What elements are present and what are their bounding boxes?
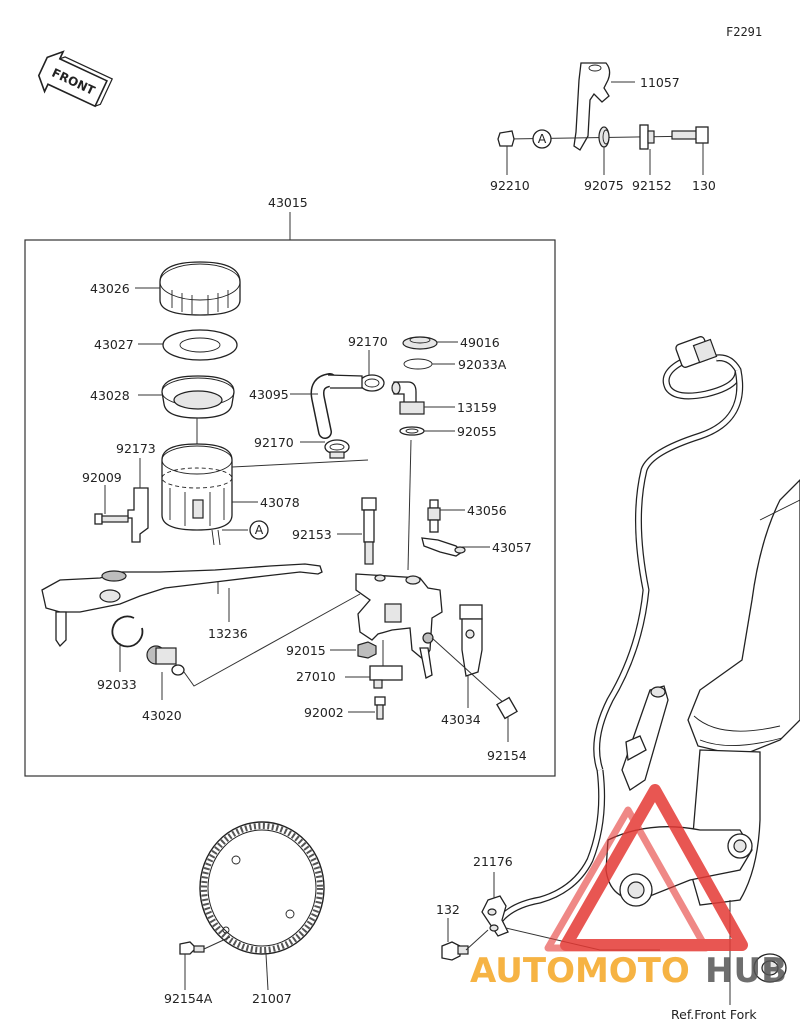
- part-92033-ring: [111, 615, 144, 672]
- master-cylinder-body: [355, 573, 443, 679]
- part-92173-bracket: [127, 458, 149, 543]
- part-43078-reservoir: [161, 443, 233, 546]
- part-label-92015: 92015: [286, 643, 326, 658]
- part-92033a-clip: [403, 358, 455, 370]
- part-label-43020: 43020: [142, 708, 182, 723]
- part-label-92170: 92170: [348, 334, 388, 349]
- part-21176-sensor: [481, 872, 509, 937]
- part-92153-bolt: [337, 497, 377, 565]
- part-label-130: 130: [692, 178, 716, 193]
- part-43056-bleeder: [427, 499, 465, 533]
- part-43034-holder: [431, 604, 507, 708]
- part-label-92154a: 92154A: [164, 991, 213, 1006]
- part-label-27010: 27010: [296, 669, 336, 684]
- part-43057-cap: [421, 537, 490, 557]
- part-label-43078: 43078: [260, 495, 300, 510]
- part-43095-hose: [290, 373, 363, 439]
- part-43020-piston: [146, 593, 361, 700]
- assembly-number-label: 43015: [268, 195, 308, 210]
- part-label-43034: 43034: [441, 712, 481, 727]
- part-label-21176: 21176: [473, 854, 513, 869]
- diagram-code: F2291: [726, 25, 762, 39]
- part-labels: 11057 92210 92075 92152 130 43026 43027 43028 92…: [82, 75, 716, 1006]
- part-92154a-bolt: [179, 936, 231, 990]
- part-label-92002: 92002: [304, 705, 344, 720]
- part-label-92009: 92009: [82, 470, 122, 485]
- part-label-92075: 92075: [584, 178, 624, 193]
- watermark-logo: AUTOMOTO HUB: [470, 784, 787, 991]
- part-label-92055: 92055: [457, 424, 497, 439]
- part-27010-switch: [345, 640, 403, 689]
- part-label-92033: 92033: [97, 677, 137, 692]
- part-label-49016: 49016: [460, 335, 500, 350]
- svg-text:A: A: [255, 522, 264, 537]
- ref-callout-a: A: [538, 131, 547, 146]
- part-132-bolt: [441, 918, 489, 961]
- part-label-92210: 92210: [490, 178, 530, 193]
- part-92055-washer: [399, 426, 455, 436]
- part-label-92152: 92152: [632, 178, 672, 193]
- part-label-21007: 21007: [252, 991, 292, 1006]
- part-label-43028: 43028: [90, 388, 130, 403]
- watermark-part1: AUTOMOTO: [470, 951, 690, 991]
- part-13159-fitting: [391, 381, 455, 415]
- part-label-13236: 13236: [208, 626, 248, 641]
- part-label-43027: 43027: [94, 337, 134, 352]
- ref-note-label: Ref.Front Fork: [671, 1007, 757, 1022]
- part-label-11057: 11057: [640, 75, 680, 90]
- watermark-part2: HUB: [705, 951, 787, 991]
- part-92015-nut: [330, 641, 377, 659]
- part-43027-plate: [162, 329, 238, 361]
- part-label-92153: 92153: [292, 527, 332, 542]
- part-label-43057: 43057: [492, 540, 532, 555]
- part-label-43026: 43026: [90, 281, 130, 296]
- part-label-92033a: 92033A: [458, 357, 507, 372]
- part-label-92173: 92173: [116, 441, 156, 456]
- front-arrow-icon: FRONT: [37, 50, 114, 108]
- part-92009-screw: [94, 485, 129, 525]
- part-92170-clamp-upper: [359, 350, 385, 392]
- part-43026-cap: [159, 261, 241, 316]
- part-92170-clamp-lower: [300, 439, 350, 459]
- part-49016-cap: [402, 336, 458, 350]
- front-fork-assembly: [497, 336, 800, 1005]
- bracket-group: A: [497, 62, 709, 175]
- part-label-92170: 92170: [254, 435, 294, 450]
- part-label-13159: 13159: [457, 400, 497, 415]
- part-label-92154: 92154: [487, 748, 527, 763]
- part-92002-screw: [348, 696, 386, 720]
- part-label-43056: 43056: [467, 503, 507, 518]
- part-21007-sensor-ring: [199, 821, 325, 991]
- part-label-132: 132: [436, 902, 460, 917]
- part-92154-bolt: [496, 696, 518, 742]
- part-label-43095: 43095: [249, 387, 289, 402]
- part-43028-diaphragm: [161, 375, 235, 419]
- part-13236-lever: [41, 563, 323, 648]
